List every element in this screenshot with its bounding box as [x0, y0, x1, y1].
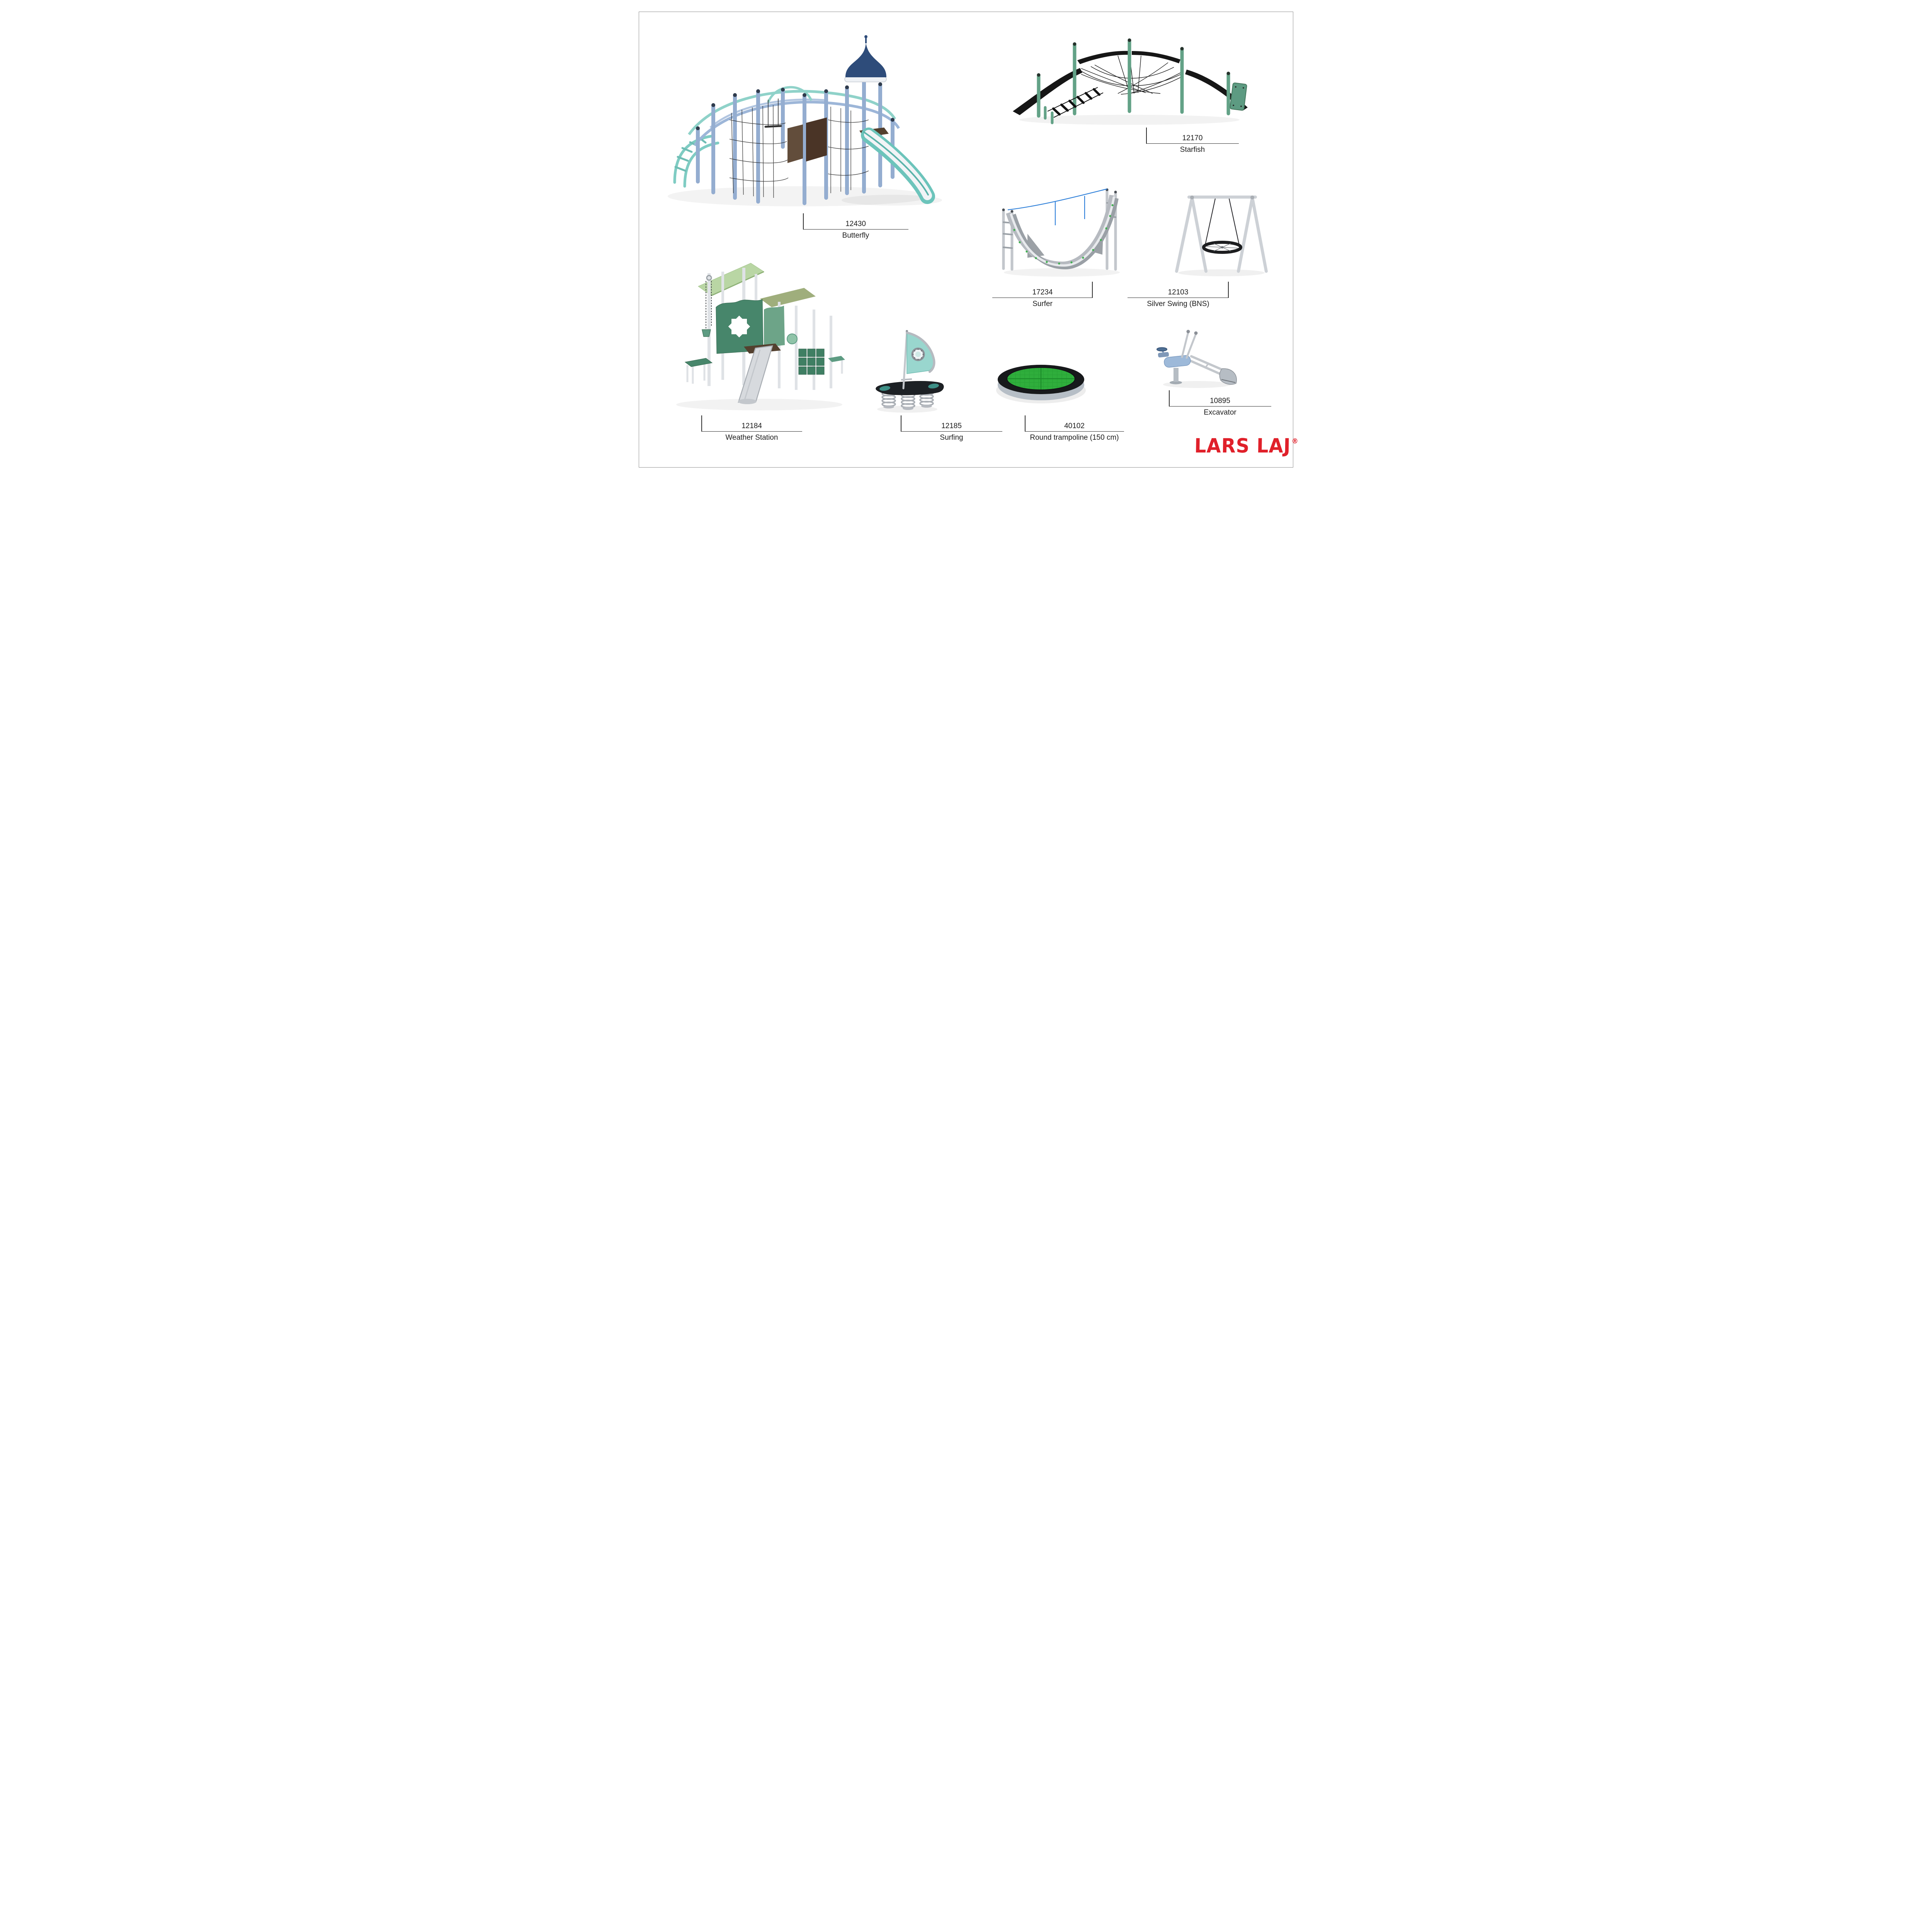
product-label-butterfly: 12430 Butterfly [803, 213, 908, 241]
product-name: Excavator [1204, 408, 1236, 417]
sand-table [684, 358, 713, 384]
sun-cutout [728, 315, 750, 338]
label-rule [901, 415, 1002, 432]
registered-mark: ® [1291, 437, 1299, 446]
digger-arm [1188, 355, 1226, 376]
label-tick [1092, 282, 1093, 298]
nest-seat [1202, 241, 1242, 254]
bounce-mat [1007, 367, 1075, 390]
surfer-illustration [1002, 188, 1120, 277]
green-posts [1037, 38, 1230, 118]
product-name: Round trampoline (150 cm) [1030, 434, 1119, 442]
pedestal [1170, 368, 1182, 384]
product-id: 40102 [1064, 422, 1085, 430]
product-name: Surfing [940, 434, 963, 442]
product-figure-surfer [990, 176, 1129, 281]
label-tick [1025, 415, 1026, 432]
product-id: 12430 [845, 220, 866, 228]
label-rule [803, 213, 908, 230]
excavator-illustration [1156, 330, 1237, 388]
product-id: 12103 [1168, 288, 1189, 296]
product-figure-excavator [1149, 325, 1240, 391]
product-figure-surfing [869, 315, 950, 415]
seat-body [1156, 347, 1191, 368]
grip-dots [1013, 204, 1114, 265]
product-label-weather-station: 12184 Weather Station [701, 415, 802, 443]
product-label-silver-swing: 12103 Silver Swing (BNS) [1128, 282, 1229, 309]
product-figure-butterfly [652, 31, 956, 211]
product-label-excavator: 10895 Excavator [1169, 390, 1271, 418]
side-bench [828, 356, 845, 377]
roofs [697, 263, 816, 307]
spring-bases [883, 405, 932, 410]
label-tick [1146, 128, 1147, 144]
ground-shadow [1178, 269, 1265, 276]
product-figure-starfish [1002, 36, 1257, 130]
pulley-and-bucket [702, 275, 712, 337]
product-name: Silver Swing (BNS) [1147, 300, 1209, 308]
ground-shadow [1004, 268, 1120, 277]
silver-swing-illustration [1175, 196, 1268, 276]
u-ramp [1006, 195, 1119, 270]
post-caps [696, 82, 895, 130]
product-id: 12170 [1182, 134, 1203, 142]
ground-shadow [1019, 115, 1240, 125]
product-label-trampoline: 40102 Round trampoline (150 cm) [1025, 415, 1124, 443]
control-levers [1181, 330, 1198, 359]
surfing-illustration [876, 330, 944, 413]
rope-ladder [1044, 87, 1104, 124]
bucket [1219, 368, 1237, 385]
starfish-illustration [1013, 38, 1248, 125]
product-label-starfish: 12170 Starfish [1146, 128, 1239, 155]
label-rule [701, 415, 802, 432]
blue-rope [1007, 188, 1107, 225]
post-caps [1037, 38, 1230, 77]
label-rule [1025, 415, 1124, 432]
ground-shadow [676, 399, 842, 410]
brand-logo-text: LARS LAJ [1194, 434, 1291, 458]
swing-ropes [1205, 198, 1240, 245]
product-figure-weather-station [663, 249, 852, 415]
green-panel [1230, 82, 1247, 111]
product-id: 10895 [1210, 397, 1230, 405]
product-figure-silver-swing [1164, 185, 1272, 280]
product-name: Starfish [1180, 146, 1205, 154]
green-panels [716, 299, 785, 354]
product-name: Weather Station [725, 434, 778, 442]
butterfly-illustration [668, 35, 942, 206]
slide [859, 128, 935, 204]
trampoline-illustration [996, 365, 1086, 403]
deck-and-slide [738, 344, 781, 404]
frame-joint [1250, 196, 1254, 199]
product-id: 12185 [941, 422, 962, 430]
label-tick [701, 415, 702, 432]
cube-blocks [798, 349, 825, 375]
product-id: 17234 [1032, 288, 1053, 296]
product-label-surfer: 17234 Surfer [992, 282, 1093, 309]
product-figure-trampoline [995, 360, 1087, 404]
tower-dome-roof [844, 35, 887, 82]
play-panels [787, 117, 827, 163]
weather-station-illustration [676, 263, 845, 410]
frame-joint [1190, 196, 1194, 199]
label-rule [1146, 128, 1239, 144]
deck [876, 381, 944, 395]
climbing-net [729, 105, 869, 198]
product-label-surfing: 12185 Surfing [901, 415, 1002, 443]
product-name: Surfer [1032, 300, 1053, 308]
trapeze-swing [764, 99, 782, 128]
label-tick [803, 213, 804, 230]
label-rule [1169, 390, 1271, 407]
a-frame [1175, 196, 1268, 273]
product-name: Butterfly [842, 231, 869, 240]
label-tick [1169, 390, 1170, 407]
porthole-window [911, 347, 925, 361]
spinner-wheel [787, 333, 798, 344]
product-id: 12184 [742, 422, 762, 430]
label-tick [1228, 282, 1229, 298]
catalog-page: 12430 Butterfly [627, 0, 1305, 479]
brand-logo: LARS LAJ® [1194, 434, 1299, 458]
